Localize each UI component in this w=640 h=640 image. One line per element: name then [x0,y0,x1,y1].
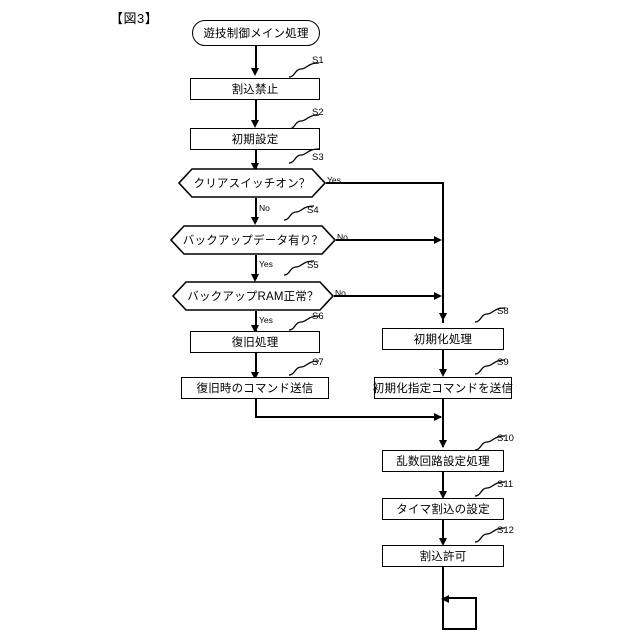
connector-s11-s12 [442,520,444,543]
connector-s2-s3 [255,150,257,170]
node-s3-label: クリアスイッチオン？ [193,178,311,190]
node-s12-label: 割込許可 [419,551,467,563]
step-label-s8: S8 [497,306,509,317]
connector-s3-s4 [255,198,257,222]
hexagon-shape-s5 [172,281,334,311]
leader-s5 [283,260,315,276]
branch-label-s5-no: No [335,288,346,298]
step-label-s3: S3 [312,152,324,163]
step-label-s1: S1 [312,55,324,66]
connector-right-trunk-upper [442,182,444,323]
node-s1[interactable]: 割込禁止 [190,78,320,100]
node-s12[interactable]: 割込許可 [382,545,504,567]
node-s7-label: 復旧時のコマンド送信 [196,383,314,395]
hexagon-shape-s4 [170,225,336,255]
node-s3[interactable]: クリアスイッチオン？ [178,168,326,198]
arrowhead-s5-no [434,291,442,300]
arrowhead-s9-s10 [438,440,447,448]
connector-s10-s11 [442,472,444,496]
arrowhead-s8-s9 [438,369,447,377]
arrowhead-s1-s2 [251,120,259,128]
leader-s11 [474,481,506,497]
node-s8[interactable]: 初期化処理 [382,328,504,350]
connector-start-s1 [255,46,257,70]
leader-s7 [288,360,320,376]
connector-s3-yes-horizontal [326,182,444,184]
step-label-s12: S12 [497,525,514,536]
leader-s12 [474,527,506,543]
connector-s4-no-horizontal [336,239,440,241]
leader-s10 [474,435,506,451]
connector-s8-s9 [442,350,444,374]
node-s9[interactable]: 初期化指定コマンドを送信 [372,377,514,399]
arrowhead-s11-s12 [438,538,447,546]
connector-s7-right [255,416,441,418]
node-s11-label: タイマ割込の設定 [396,504,490,516]
node-s10-label: 乱数回路設定処理 [396,456,490,468]
node-s10[interactable]: 乱数回路設定処理 [382,450,504,472]
connector-s4-s5 [255,255,257,279]
connector-s5-no-horizontal [334,295,440,297]
connector-loop-bottom [442,628,478,630]
connector-s9-s10 [442,399,444,447]
connector-s1-s2 [255,100,257,123]
hexagon-shape-s3 [178,168,326,198]
node-s1-label: 割込禁止 [231,84,279,96]
arrowhead-s3-s4 [251,217,259,225]
step-label-s7: S7 [312,357,324,368]
connector-s7-down [255,399,257,418]
connector-loop-top [449,597,477,599]
leader-s6 [288,315,320,331]
arrowhead-trunk-s8 [438,313,447,321]
arrowhead-loop-back [441,594,449,603]
node-s5-label: バックアップRAM正常？ [187,291,319,303]
figure-caption: 【図3】 [110,11,159,26]
arrowhead-s4-no [434,235,442,244]
arrowhead-s10-s11 [438,491,447,499]
branch-label-s4-yes: Yes [259,259,273,269]
leader-s4 [283,205,315,221]
leader-s3 [288,148,320,164]
arrowhead-start-s1 [251,68,259,76]
leader-s2 [288,114,320,130]
leader-s9 [474,359,506,375]
arrowhead-s6-s7 [251,372,259,380]
node-s8-label: 初期化処理 [413,334,473,346]
connector-s5-s6 [255,311,257,332]
branch-label-s3-no: No [259,203,270,213]
arrowhead-s5-s6 [251,325,259,333]
branch-label-s4-no: No [337,232,348,242]
step-label-s5: S5 [307,260,319,271]
step-label-s11: S11 [497,479,514,490]
step-label-s9: S9 [497,357,509,368]
node-s6-label: 復旧処理 [231,337,279,349]
connector-s6-s7 [255,353,257,376]
arrowhead-s7-merge [434,413,442,421]
node-s9-label: 初期化指定コマンドを送信 [372,383,514,395]
arrowhead-s4-s5 [251,274,259,282]
node-s2-label: 初期設定 [231,134,279,146]
step-label-s2: S2 [312,107,324,118]
node-s11[interactable]: タイマ割込の設定 [382,498,504,520]
branch-label-s3-yes: Yes [327,175,341,185]
node-start-label: 遊技制御メイン処理 [203,28,309,40]
step-label-s4: S4 [307,205,319,216]
step-label-s10: S10 [497,433,514,444]
leader-s8 [474,307,506,323]
node-s4[interactable]: バックアップデータ有り？ [170,225,336,255]
node-s6[interactable]: 復旧処理 [190,331,320,353]
node-s4-label: バックアップデータ有り？ [182,235,324,247]
node-s2[interactable]: 初期設定 [190,128,320,150]
node-s5[interactable]: バックアップRAM正常？ [172,281,334,311]
step-label-s6: S6 [312,311,324,322]
leader-s1 [288,62,320,78]
arrowhead-s2-s3 [251,163,259,171]
connector-loop-right [475,598,477,629]
node-s7[interactable]: 復旧時のコマンド送信 [181,377,329,399]
branch-label-s5-yes: Yes [259,315,273,325]
node-start[interactable]: 遊技制御メイン処理 [192,20,320,46]
